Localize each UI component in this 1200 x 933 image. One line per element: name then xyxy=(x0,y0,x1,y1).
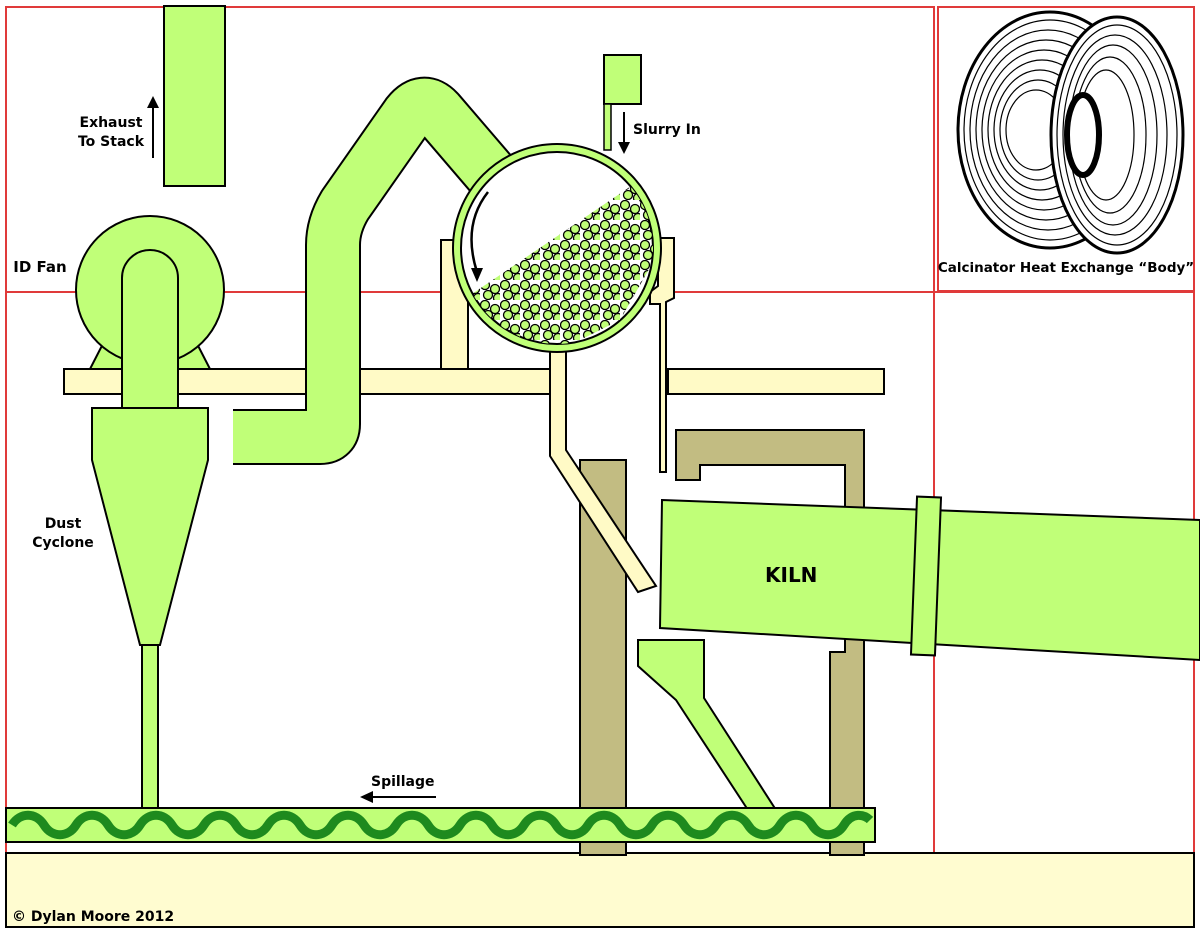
calcinator-drum xyxy=(452,143,662,353)
drum-rotation-arrowhead xyxy=(471,268,483,282)
exhaust-stack xyxy=(163,5,226,187)
dust-cyclone-label-line2: Cyclone xyxy=(32,535,94,551)
fan-inlet-pipe xyxy=(121,249,179,409)
inset-caption: Calcinator Heat Exchange “Body” xyxy=(938,260,1194,276)
slurry-in-label: Slurry In xyxy=(633,122,701,138)
slurry-pellets xyxy=(463,180,653,344)
copyright: © Dylan Moore 2012 xyxy=(12,909,174,925)
inset-panel: Calcinator Heat Exchange “Body” xyxy=(937,6,1195,292)
hot-gas-duct xyxy=(233,78,542,463)
exhaust-label-line2: To Stack xyxy=(78,134,145,150)
screw-flight xyxy=(8,810,874,840)
slurry-in-arrow xyxy=(618,112,630,154)
slurry-pipe xyxy=(603,103,612,151)
cyclone-dust-pipe xyxy=(141,644,159,814)
dust-cyclone-label-line1: Dust xyxy=(45,516,82,532)
kiln-support-frame xyxy=(579,429,865,856)
exhaust-arrow xyxy=(147,96,159,158)
kiln-label: KILN xyxy=(765,563,817,587)
slurry-tank xyxy=(603,54,642,105)
spillage-arrow xyxy=(360,791,436,803)
drum-rotation-arrow xyxy=(470,191,489,273)
spillage-label: Spillage xyxy=(371,774,434,790)
floor xyxy=(5,852,1195,928)
dust-cyclone xyxy=(91,407,209,646)
rotary-kiln xyxy=(658,495,1200,662)
spillage-hopper xyxy=(637,639,778,811)
id-fan-label: ID Fan xyxy=(13,258,66,276)
screw-conveyor xyxy=(5,807,876,843)
platform xyxy=(63,368,885,395)
exhaust-label-line1: Exhaust xyxy=(80,115,143,131)
heat-exchange-body-image xyxy=(956,10,1185,255)
